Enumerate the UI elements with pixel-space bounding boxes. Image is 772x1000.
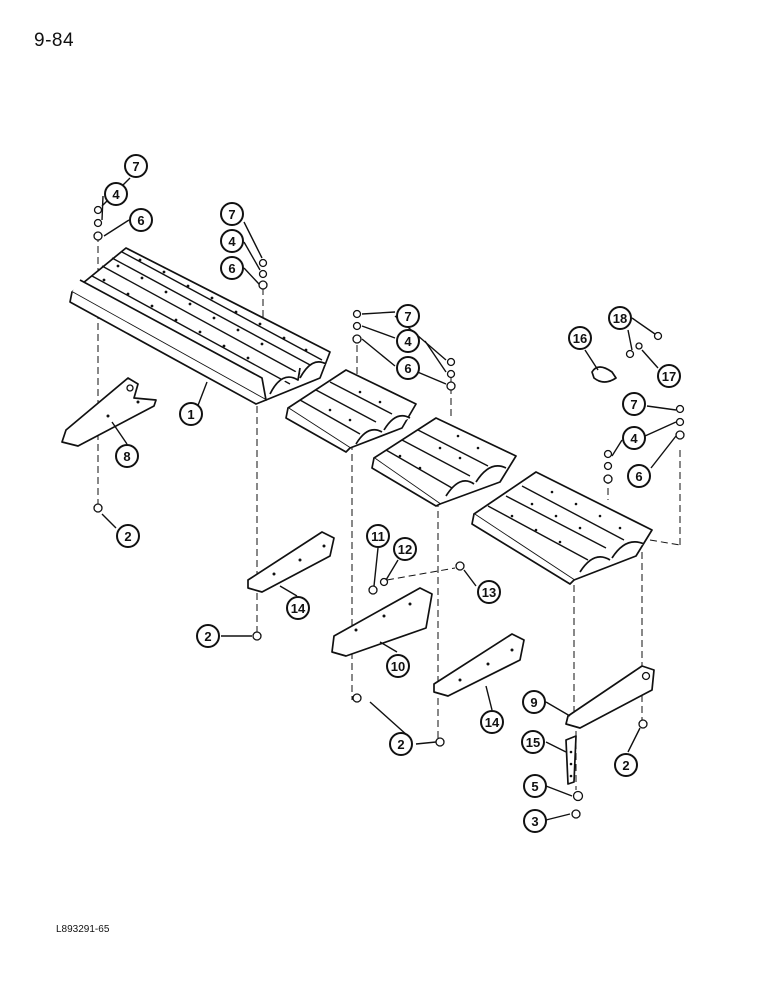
bracket-9 [565,665,655,729]
callout-2: 2 [614,753,638,777]
callout-9: 9 [522,690,546,714]
svg-text:18: 18 [613,311,627,326]
callout-7: 7 [396,304,420,328]
svg-text:2: 2 [124,529,131,544]
svg-text:14: 14 [485,715,500,730]
svg-text:17: 17 [662,369,676,384]
callout-4: 4 [396,329,420,353]
svg-text:16: 16 [573,331,587,346]
hardware [93,205,685,819]
svg-text:4: 4 [228,234,236,249]
step-plate-right [471,471,653,585]
callout-7: 7 [220,202,244,226]
callout-6: 6 [129,208,153,232]
page-number: 9-84 [34,30,75,51]
callout-16: 16 [568,326,592,350]
callout-14: 14 [286,596,310,620]
callout-6: 6 [396,356,420,380]
callout-4: 4 [220,229,244,253]
svg-text:7: 7 [404,309,411,324]
svg-text:8: 8 [123,449,130,464]
callout-11: 11 [366,524,390,548]
bracket-8 [61,377,157,447]
svg-text:6: 6 [635,469,642,484]
svg-text:4: 4 [112,187,120,202]
callout-7: 7 [124,154,148,178]
bracket-14-lower [433,633,525,697]
svg-text:9: 9 [530,695,537,710]
svg-text:1: 1 [187,407,194,422]
step-plate-long [69,247,331,405]
assembly-dashed-lines [97,235,681,790]
svg-text:6: 6 [228,261,235,276]
svg-text:6: 6 [137,213,144,228]
bracket-10 [331,587,433,657]
callout-6: 6 [220,256,244,280]
callout-14: 14 [480,710,504,734]
svg-text:4: 4 [630,431,638,446]
svg-text:11: 11 [371,529,385,544]
svg-text:4: 4 [404,334,412,349]
callout-3: 3 [523,809,547,833]
step-holes-right [510,490,622,544]
callout-1: 1 [179,402,203,426]
bracket-14-upper [247,531,335,593]
callout-8: 8 [115,444,139,468]
svg-text:2: 2 [622,758,629,773]
svg-text:6: 6 [404,361,411,376]
callout-10: 10 [386,654,410,678]
svg-text:2: 2 [204,629,211,644]
callout-4: 4 [622,426,646,450]
svg-text:10: 10 [391,659,405,674]
svg-text:15: 15 [526,735,540,750]
callout-5: 5 [523,774,547,798]
strap-15 [565,735,577,785]
step-plate-short-upper [285,369,417,453]
svg-text:7: 7 [228,207,235,222]
callout-6: 6 [627,464,651,488]
svg-text:7: 7 [132,159,139,174]
svg-text:12: 12 [398,542,412,557]
callout-15: 15 [521,730,545,754]
callout-13: 13 [477,580,501,604]
step-plate-short-lower [328,390,517,507]
callout-2: 2 [389,732,413,756]
svg-text:2: 2 [397,737,404,752]
callout-17: 17 [657,364,681,388]
svg-text:13: 13 [482,585,496,600]
figure-code: L893291-65 [56,924,110,935]
svg-text:7: 7 [630,397,637,412]
callout-2: 2 [196,624,220,648]
step-holes-long [102,258,308,360]
callout-4: 4 [104,182,128,206]
svg-text:5: 5 [531,779,538,794]
svg-text:14: 14 [291,601,306,616]
clip-16 [591,366,617,383]
svg-text:3: 3 [531,814,538,829]
callout-18: 18 [608,306,632,330]
callout-2: 2 [116,524,140,548]
callout-7: 7 [622,392,646,416]
leader-lines [101,177,677,821]
callout-12: 12 [393,537,417,561]
step-holes-short [328,390,480,470]
